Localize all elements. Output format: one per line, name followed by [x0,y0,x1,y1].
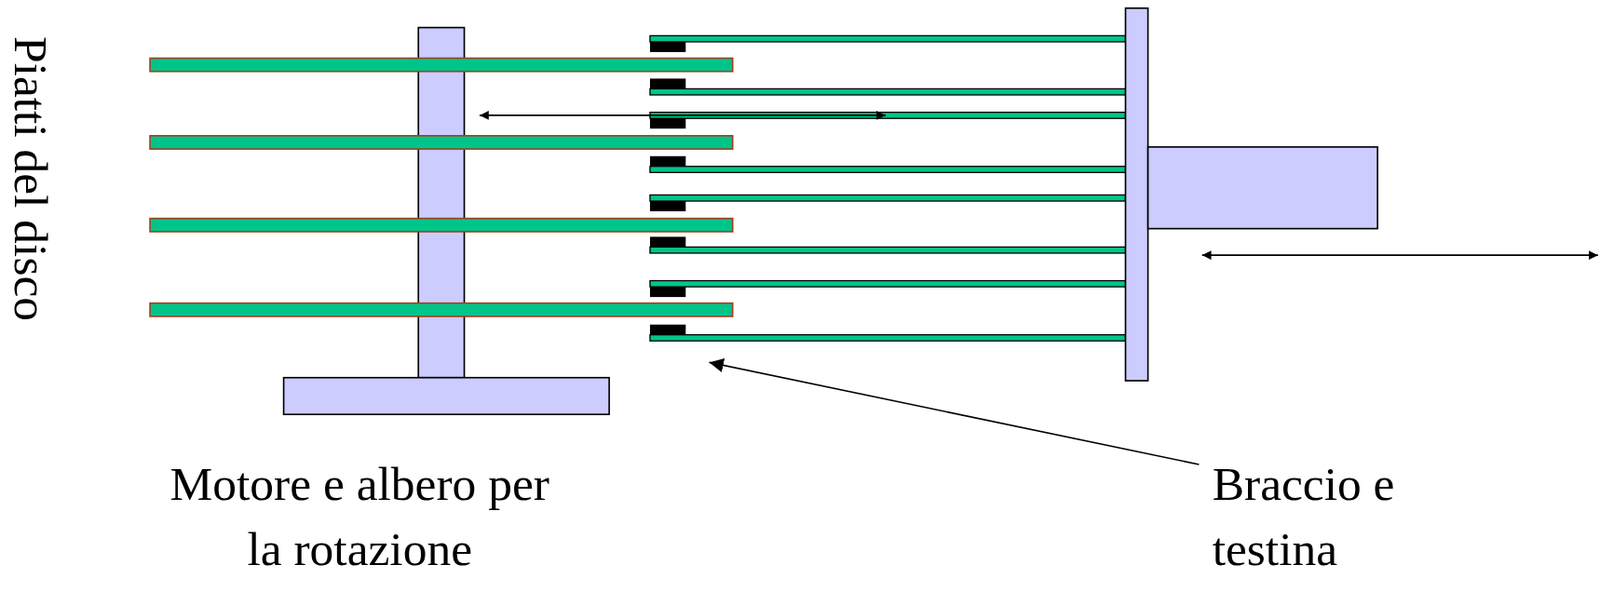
actuator-motion-arrow [1202,254,1599,257]
actuator-block [1148,147,1379,230]
spindle [418,27,464,379]
leader-line [708,362,1199,465]
platters [149,58,733,317]
motor-base [284,378,611,415]
actuator-bar [1125,8,1149,381]
motor-label: Motore e albero per la rotazione [152,451,567,582]
arm-label: Braccio e testina [1212,451,1463,582]
vertical-label: Piatti del disco [0,36,64,322]
head-arms [650,35,1126,341]
arm-motion-arrow [479,114,886,117]
